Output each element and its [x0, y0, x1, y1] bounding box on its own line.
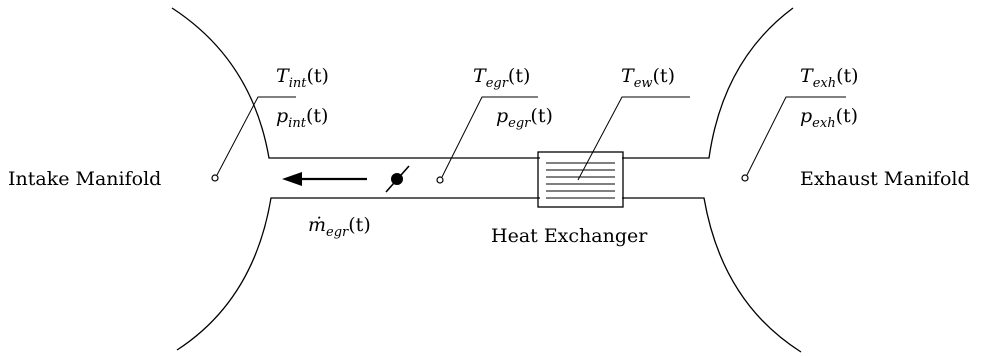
- exhaust-leader-line: [746, 96, 846, 176]
- egr-valve-icon: [385, 165, 410, 193]
- egr-flow-arrow: [282, 172, 367, 186]
- intake-pressure-label: pint(t): [276, 105, 328, 131]
- heat-exchanger-leader-line: [577, 96, 690, 181]
- egr-leader-line: [441, 96, 538, 178]
- exhaust-sensor-point: [741, 174, 749, 182]
- egr-temperature-label: Tegr(t): [473, 65, 530, 91]
- exhaust-manifold-label: Exhaust Manifold: [800, 168, 970, 190]
- exhaust-temperature-label: Texh(t): [800, 65, 859, 91]
- intake-temperature-label: Tint(t): [276, 65, 329, 91]
- intake-leader-line: [216, 96, 296, 176]
- intake-manifold-upper-wall: [171, 7, 540, 159]
- exhaust-manifold-lower-wall: [622, 197, 802, 353]
- intake-manifold-lower-wall: [176, 197, 540, 351]
- intake-manifold-label: Intake Manifold: [8, 168, 161, 190]
- heat-exchanger-box: [537, 151, 624, 208]
- intake-sensor-point: [211, 174, 219, 182]
- exhaust-manifold-upper-wall: [622, 7, 794, 159]
- exhaust-wall-temperature-label: Tew(t): [621, 65, 675, 91]
- exhaust-pressure-label: pexh(t): [800, 105, 858, 131]
- egr-pressure-label: pegr(t): [496, 105, 553, 131]
- egr-mass-flow-label: ṁegr(t): [308, 214, 371, 240]
- egr-sensor-point: [436, 176, 444, 184]
- heat-exchanger-fins: [546, 162, 615, 199]
- heat-exchanger-label: Heat Exchanger: [491, 225, 648, 247]
